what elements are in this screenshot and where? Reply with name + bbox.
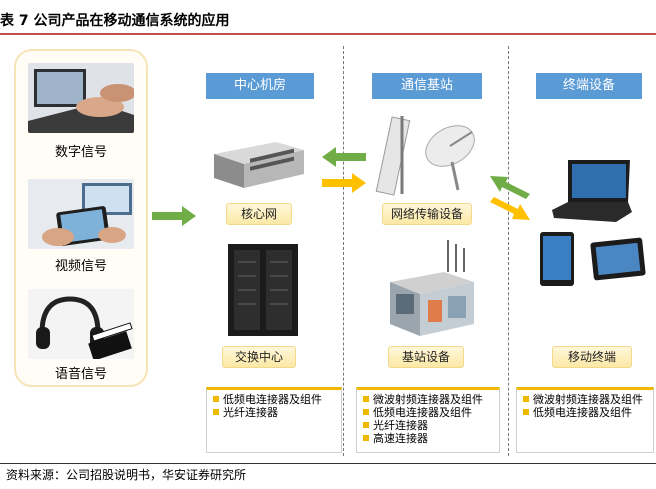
antenna-and-dish-icon [375,116,475,196]
column-head-terminal: 终端设备 [536,73,642,99]
yellow-arrow-to-station [322,173,366,193]
component-list-base-station: 微波射频连接器及组件 低频电连接器及组件 光纤连接器 高速连接器 [356,387,500,453]
smartphone-icon [540,232,574,286]
source-note: 资料来源：公司招股说明书，华安证券研究所 [6,468,247,482]
core-network-server-icon [214,142,304,188]
signal-label-video: 视频信号 [54,259,107,274]
headphones-image [28,289,134,359]
label-network-transmission: 网络传输设备 [382,203,472,225]
column-head-data-center: 中心机房 [206,73,314,99]
signal-panel: 数字信号 视频信号 语音信号 [14,49,148,387]
laptop-typing-image [28,63,134,133]
signal-label-voice: 语音信号 [54,367,107,382]
switching-cabinet-icon [228,244,298,336]
laptop-icon [552,160,632,222]
list-item: 低频电连接器及组件 [363,406,493,419]
list-item: 光纤连接器 [363,419,493,432]
label-core-network: 核心网 [226,203,292,225]
green-arrow-to-station [490,176,530,199]
green-arrow-to-core [152,206,196,226]
table-title: 表 7 公司产品在移动通信系统的应用 [0,13,230,29]
column-divider-2 [508,46,509,456]
list-item: 微波射频连接器及组件 [523,393,647,406]
tablet-icon [590,237,646,281]
signal-label-digital: 数字信号 [54,145,107,160]
yellow-arrow-to-terminal [490,197,530,220]
column-head-base-station: 通信基站 [372,73,482,99]
list-item: 光纤连接器 [213,406,335,419]
base-station-equipment-icon [390,240,474,336]
tablet-hands-image [28,179,134,249]
component-list-data-center: 低频电连接器及组件 光纤连接器 [206,387,342,453]
green-arrow-to-center [322,147,366,167]
list-item: 低频电连接器及组件 [213,393,335,406]
label-mobile-terminal: 移动终端 [552,346,632,368]
component-list-terminal: 微波射频连接器及组件 低频电连接器及组件 [516,387,654,453]
title-rule [0,33,656,35]
list-item: 微波射频连接器及组件 [363,393,493,406]
column-divider-1 [343,46,344,456]
label-base-station-equipment: 基站设备 [388,346,464,368]
label-switching-center: 交换中心 [222,346,296,368]
footer-rule [0,463,656,464]
list-item: 低频电连接器及组件 [523,406,647,419]
list-item: 高速连接器 [363,432,493,445]
